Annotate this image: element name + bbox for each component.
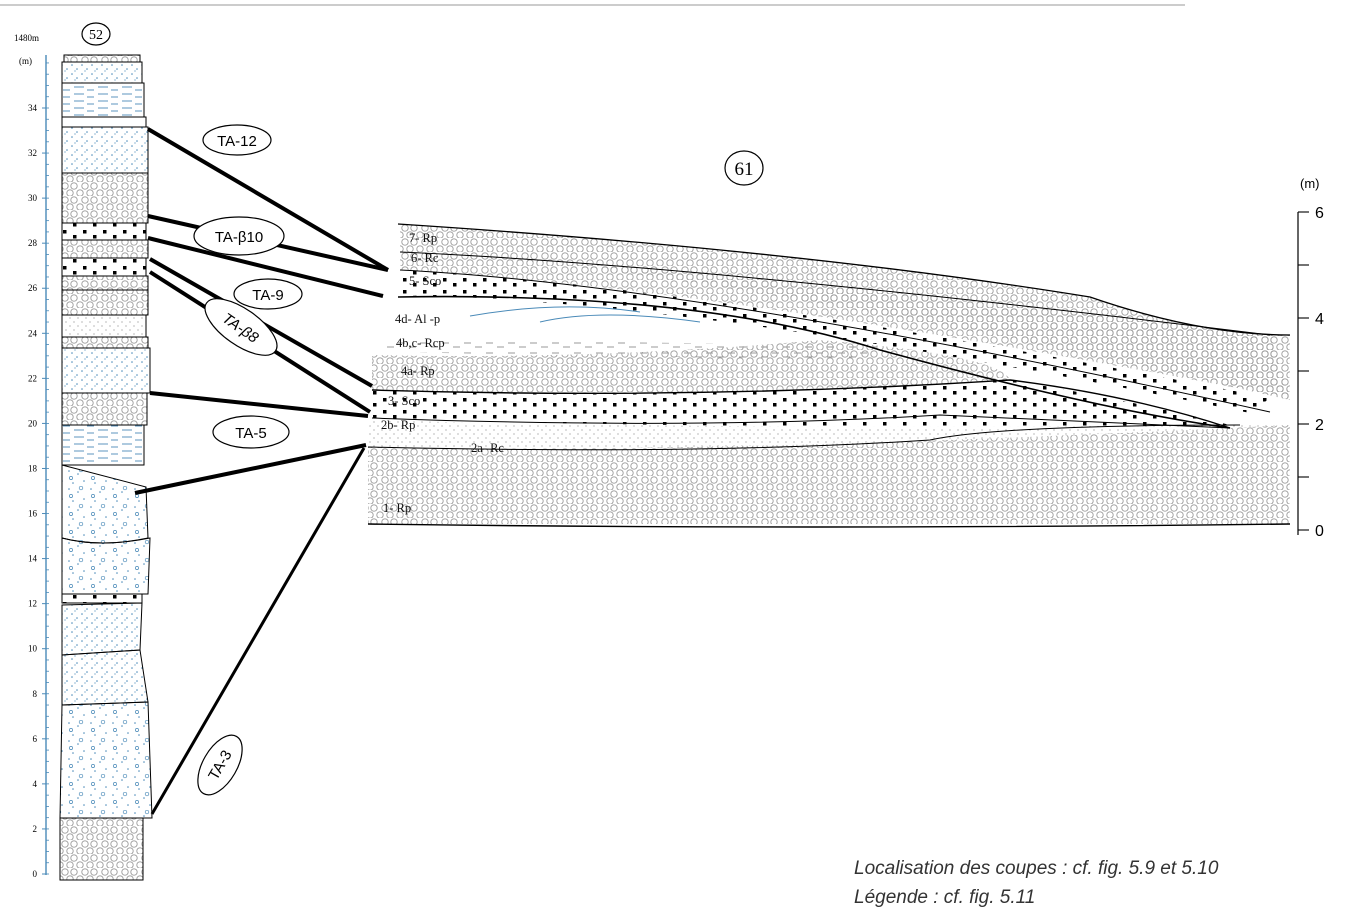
left-tick-label: 20 bbox=[28, 418, 38, 428]
correlation-label-ta9: TA-9 bbox=[234, 279, 302, 309]
right-tick-label: 2 bbox=[1315, 417, 1324, 434]
right-tick-label: 0 bbox=[1315, 523, 1324, 540]
layer-label-4a: 4a- Rp bbox=[401, 364, 435, 378]
correlation-label-ta12: TA-12 bbox=[203, 125, 271, 155]
left-layer-thin bbox=[62, 117, 146, 127]
section-61-profile: 61 7- Rp 6- Rc 5- Sco 4d- Al -p 4b,c- Rc… bbox=[368, 151, 1324, 540]
left-layer-sand-1 bbox=[60, 702, 152, 818]
correlation-label-tab10: TA-β10 bbox=[194, 217, 284, 255]
right-tick-labels: 6 4 2 0 bbox=[1315, 205, 1324, 540]
layer-label-3: 3- Sco bbox=[388, 394, 420, 408]
left-tick-label: 16 bbox=[28, 509, 38, 519]
right-4d-channel-2 bbox=[540, 315, 700, 322]
left-tick-label: 2 bbox=[33, 824, 38, 834]
altitude-label: 1480m bbox=[14, 33, 39, 43]
svg-text:TA-5: TA-5 bbox=[235, 425, 266, 442]
left-tick-label: 10 bbox=[28, 644, 38, 654]
left-tick-label: 0 bbox=[33, 869, 38, 879]
right-tick-label: 4 bbox=[1315, 311, 1324, 328]
section-52-id: 52 bbox=[89, 28, 103, 43]
left-tick-label: 28 bbox=[28, 238, 38, 248]
left-tick-label: 18 bbox=[28, 463, 38, 473]
left-layer-conglomerate-6 bbox=[62, 240, 148, 258]
left-tick-label: 14 bbox=[28, 554, 38, 564]
section-61-id: 61 bbox=[735, 159, 754, 180]
left-layer-cap bbox=[64, 55, 140, 62]
left-layer-sand-6 bbox=[62, 348, 150, 393]
left-layer-sand-7 bbox=[62, 315, 146, 337]
right-unit-label: (m) bbox=[1300, 176, 1320, 191]
layer-label-5: 5- Sco bbox=[409, 274, 441, 288]
left-layer-top bbox=[62, 62, 142, 83]
left-tick-label: 24 bbox=[28, 328, 38, 338]
section-52-log: 52 1480m (m) 343230282624222018161412108… bbox=[14, 23, 152, 880]
layer-label-1: 1- Rp bbox=[383, 501, 411, 515]
correlation-label-ta3: TA-3 bbox=[189, 728, 251, 802]
left-tick-label: 8 bbox=[33, 689, 38, 699]
left-tick-label: 26 bbox=[28, 283, 38, 293]
left-layer-conglomerate-base bbox=[60, 818, 143, 880]
left-tick-label: 30 bbox=[28, 193, 38, 203]
svg-text:TA-9: TA-9 bbox=[252, 287, 283, 304]
left-layer-sand-5 bbox=[62, 465, 148, 543]
left-tick-label: 4 bbox=[33, 779, 38, 789]
left-layer-laminated bbox=[62, 425, 144, 465]
left-layer-conglomerate-4 bbox=[62, 290, 148, 315]
left-tick-label: 34 bbox=[28, 103, 38, 113]
left-layer-laminated-top bbox=[62, 83, 144, 117]
left-tick-label: 6 bbox=[33, 734, 38, 744]
left-layer-scoria-b8 bbox=[62, 258, 146, 276]
svg-text:TA-β10: TA-β10 bbox=[215, 229, 263, 246]
layer-label-4d: 4d- Al -p bbox=[395, 312, 440, 326]
left-layer-conglomerate-7 bbox=[62, 173, 148, 223]
right-tick-label: 6 bbox=[1315, 205, 1324, 222]
layer-label-6: 6- Rc bbox=[411, 251, 439, 265]
left-layer-scoria-b10 bbox=[62, 223, 146, 240]
left-layer-conglomerate-2 bbox=[62, 393, 147, 425]
left-tick-label: 12 bbox=[28, 599, 37, 609]
legend-note: Légende : cf. fig. 5.11 bbox=[854, 887, 1035, 909]
layer-label-7: 7- Rp bbox=[409, 231, 437, 245]
left-unit-label: (m) bbox=[19, 56, 32, 66]
left-layer-scoria-thin bbox=[62, 594, 142, 603]
location-note: Localisation des coupes : cf. fig. 5.9 e… bbox=[854, 858, 1218, 880]
left-layer-conglomerate-3 bbox=[62, 337, 148, 348]
left-layer-conglomerate-5 bbox=[62, 276, 148, 290]
left-layer-sand-8 bbox=[62, 127, 148, 173]
svg-text:TA-12: TA-12 bbox=[217, 133, 257, 150]
left-layer-sand-2 bbox=[62, 650, 148, 705]
correlation-label-ta5: TA-5 bbox=[213, 416, 289, 448]
left-layer-sand-4 bbox=[62, 538, 150, 594]
layer-label-4bc: 4b,c- Rcp bbox=[396, 336, 445, 350]
left-layer-sand-3 bbox=[62, 603, 142, 655]
left-tick-label: 22 bbox=[28, 373, 37, 383]
right-base-line bbox=[368, 524, 1290, 527]
left-tick-label: 32 bbox=[28, 148, 37, 158]
right-ticks bbox=[1298, 212, 1309, 530]
layer-label-2a: 2a- Rc bbox=[471, 441, 504, 455]
layer-label-2b: 2b- Rp bbox=[381, 418, 415, 432]
